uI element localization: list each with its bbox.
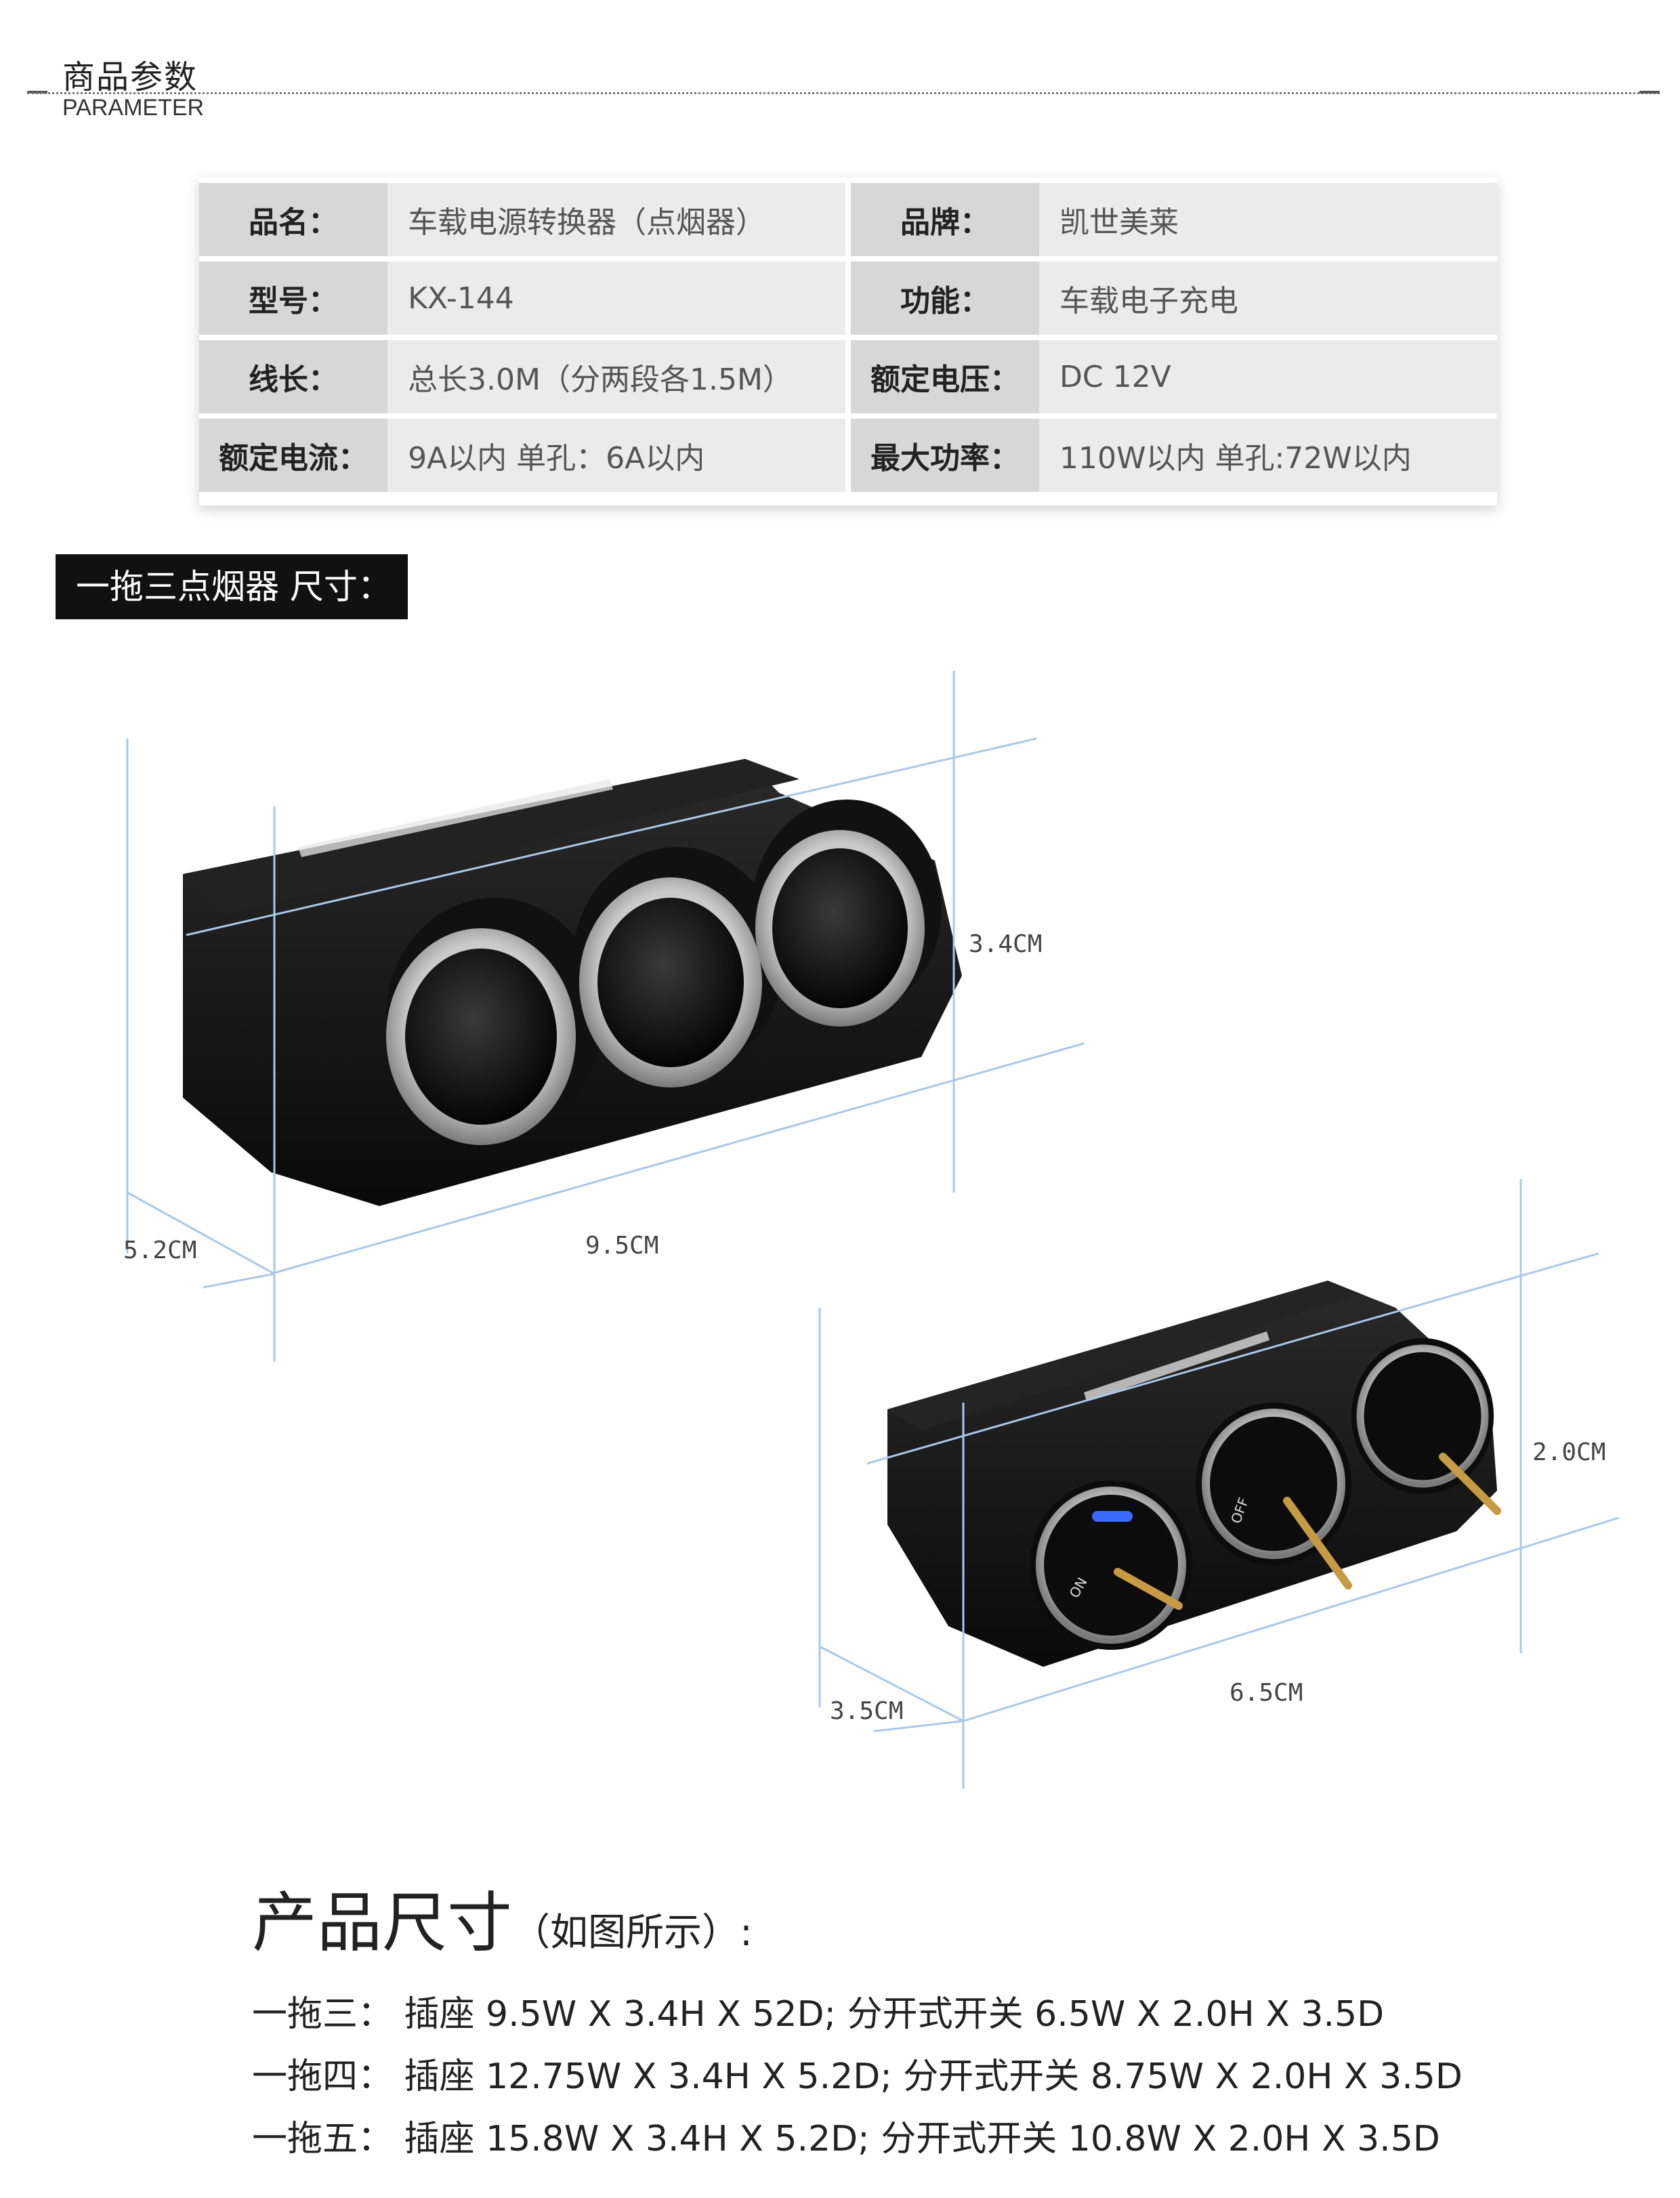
header-dotted-rule <box>27 92 1660 94</box>
table-row: 型号： KX-144 功能： 车载电子充电 <box>199 262 1497 335</box>
param-label: 功能： <box>850 262 1039 335</box>
section-label: 一拖三点烟器 尺寸： <box>56 554 408 619</box>
param-label: 额定电压： <box>850 340 1039 413</box>
parameter-table: 品名： 车载电源转换器（点烟器） 品牌： 凯世美莱 型号： KX-144 功能：… <box>199 178 1497 505</box>
panel-print <box>1084 1331 1269 1401</box>
size-line: 一拖四： 插座 12.75W X 3.4H X 5.2D; 分开式开关 8.75… <box>252 2056 1463 2097</box>
cigarette-socket <box>572 847 782 1087</box>
param-value: KX-144 <box>387 262 845 335</box>
socket-device <box>183 759 962 1206</box>
product-photo: 3.4CM 5.2CM 9.5CM ON OFF <box>123 671 1620 1789</box>
param-label: 最大功率： <box>850 419 1039 492</box>
param-label: 额定电流： <box>199 419 388 492</box>
section-header: 商品参数 PARAMETER <box>0 41 1680 129</box>
header-subtitle: PARAMETER <box>62 95 205 121</box>
switch-depth-label: 3.5CM <box>830 1697 903 1725</box>
param-value: 9A以内 单孔：6A以内 <box>387 419 845 492</box>
size-line: 一拖五： 插座 15.8W X 3.4H X 5.2D; 分开式开关 10.8W… <box>252 2119 1440 2159</box>
header-title: 商品参数 <box>62 58 198 96</box>
sizes-title: 产品尺寸（如图所示）: <box>252 1870 753 1964</box>
socket-width-label: 9.5CM <box>585 1232 658 1260</box>
toggle-switch <box>1351 1338 1501 1515</box>
param-value: DC 12V <box>1038 340 1497 413</box>
cigarette-socket <box>752 800 942 1027</box>
toggle-switch: OFF <box>1196 1403 1352 1590</box>
param-label: 线长： <box>199 340 388 413</box>
socket-height-label: 3.4CM <box>969 930 1042 958</box>
sizes-title-note: （如图所示）: <box>512 1911 753 1955</box>
switch-width-label: 6.5CM <box>1230 1679 1303 1707</box>
socket-dimension-lines <box>126 671 1085 1362</box>
switch-device: ON OFF <box>887 1281 1501 1667</box>
table-row: 线长： 总长3.0M（分两段各1.5M） 额定电压： DC 12V <box>199 340 1497 413</box>
param-label: 品名： <box>199 183 388 256</box>
size-line: 一拖三： 插座 9.5W X 3.4H X 52D; 分开式开关 6.5W X … <box>252 1994 1385 2035</box>
toggle-switch: ON <box>1030 1480 1192 1650</box>
param-label: 型号： <box>199 262 388 335</box>
param-value: 凯世美莱 <box>1038 183 1497 256</box>
param-value: 总长3.0M（分两段各1.5M） <box>387 340 845 413</box>
socket-depth-label: 5.2CM <box>123 1237 196 1264</box>
table-row: 额定电流： 9A以内 单孔：6A以内 最大功率： 110W以内 单孔:72W以内 <box>199 419 1497 492</box>
switch-height-label: 2.0CM <box>1532 1438 1605 1466</box>
panel-print <box>298 779 613 857</box>
param-value: 110W以内 单孔:72W以内 <box>1038 419 1497 492</box>
param-label: 品牌： <box>850 183 1039 256</box>
table-row: 品名： 车载电源转换器（点烟器） 品牌： 凯世美莱 <box>199 183 1497 256</box>
led-indicator <box>1092 1511 1133 1522</box>
param-value: 车载电源转换器（点烟器） <box>387 183 845 256</box>
header-dash-right <box>1639 91 1660 94</box>
switch-dimension-lines <box>818 1179 1620 1789</box>
sizes-title-main: 产品尺寸 <box>252 1885 512 1961</box>
cigarette-socket <box>386 898 603 1145</box>
param-value: 车载电子充电 <box>1038 262 1497 335</box>
